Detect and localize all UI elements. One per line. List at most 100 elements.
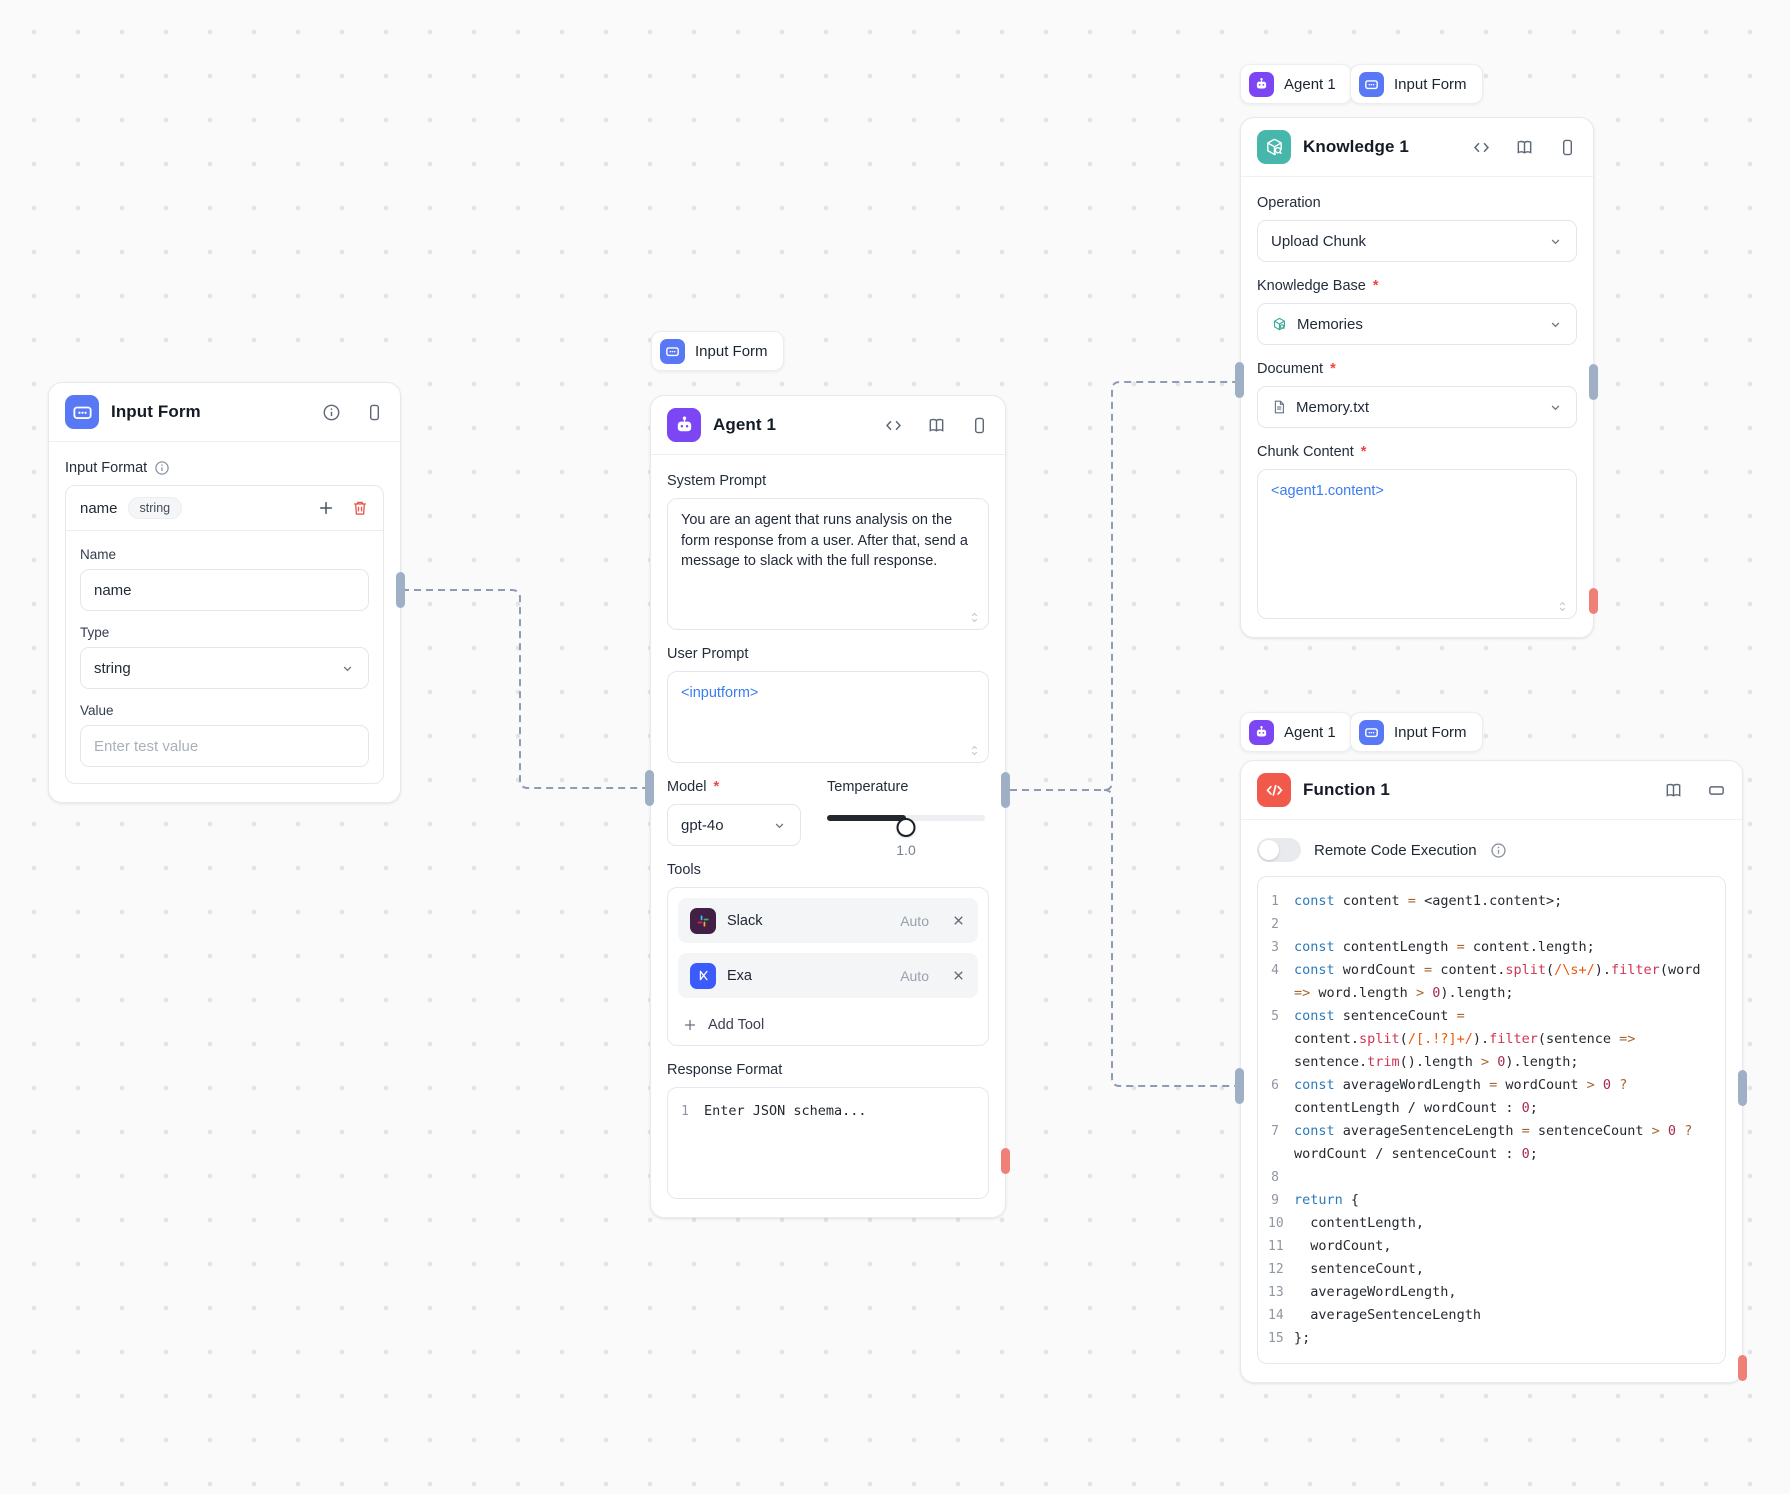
chip-agent-1[interactable]: Agent 1 <box>1240 64 1352 104</box>
book-icon[interactable] <box>927 416 946 435</box>
slider-thumb[interactable] <box>896 818 916 837</box>
document-label: Document* <box>1257 361 1336 377</box>
format-field-row[interactable]: name string <box>66 486 383 531</box>
plus-icon <box>682 1017 698 1033</box>
resize-handle-icon[interactable] <box>968 744 981 757</box>
tool-row-slack[interactable]: Slack Auto <box>678 898 978 943</box>
add-field-icon[interactable] <box>317 499 335 517</box>
name-label: Name <box>80 547 117 562</box>
node-knowledge-1[interactable]: Knowledge 1 Operation Upload Chunk Knowl… <box>1240 117 1594 638</box>
code-icon[interactable] <box>884 416 903 435</box>
info-icon[interactable] <box>322 403 341 422</box>
handle-function-error[interactable] <box>1738 1355 1747 1381</box>
memories-cube-icon <box>1271 316 1288 333</box>
code-line[interactable]: 15}; <box>1268 1327 1713 1350</box>
code-line[interactable]: 11 wordCount, <box>1268 1235 1713 1258</box>
line-number: 14 <box>1268 1308 1284 1323</box>
knowledge-base-select[interactable]: Memories <box>1257 303 1577 345</box>
handle-agent-output[interactable] <box>1001 772 1010 808</box>
book-icon[interactable] <box>1664 781 1683 800</box>
code-line[interactable]: 10 contentLength, <box>1268 1212 1713 1235</box>
tool-mode[interactable]: Auto <box>900 967 929 984</box>
handle-inputform-output[interactable] <box>396 572 405 608</box>
delete-field-icon[interactable] <box>351 499 369 517</box>
code-text: sentenceCount, <box>1294 1261 1425 1277</box>
phone-icon[interactable] <box>1558 138 1577 157</box>
temperature-value: 1.0 <box>896 842 916 858</box>
document-icon <box>1271 399 1287 415</box>
resize-handle-icon[interactable] <box>1556 600 1569 613</box>
code-text <box>1294 1166 1713 1189</box>
chunk-content-label: Chunk Content* <box>1257 444 1367 460</box>
name-input[interactable]: name <box>80 569 369 611</box>
add-tool-button[interactable]: Add Tool <box>678 1008 978 1035</box>
handle-agent-error[interactable] <box>1001 1148 1010 1174</box>
chunk-content-textarea[interactable]: <agent1.content> <box>1257 469 1577 619</box>
handle-agent-input[interactable] <box>645 770 654 806</box>
node-agent-1[interactable]: Agent 1 System Prompt You are an agent t… <box>650 395 1006 1218</box>
handle-knowledge-output[interactable] <box>1589 364 1598 400</box>
code-line[interactable]: 14 averageSentenceLength <box>1268 1304 1713 1327</box>
window-icon[interactable] <box>1707 781 1726 800</box>
chip-agent-1[interactable]: Agent 1 <box>1240 712 1352 752</box>
slider-track[interactable]: 1.0 <box>827 815 985 858</box>
node-title: Knowledge 1 <box>1303 137 1409 156</box>
node-input-form[interactable]: Input Form Input Format name string <box>48 382 401 803</box>
line-number: 9 <box>1271 1193 1279 1208</box>
book-icon[interactable] <box>1515 138 1534 157</box>
operation-select[interactable]: Upload Chunk <box>1257 220 1577 262</box>
response-format-editor[interactable]: 1 Enter JSON schema... <box>667 1087 989 1199</box>
line-number: 8 <box>1271 1170 1279 1185</box>
phone-icon[interactable] <box>970 416 989 435</box>
code-line[interactable]: 12 sentenceCount, <box>1268 1258 1713 1281</box>
remove-tool-icon[interactable] <box>951 913 966 928</box>
temperature-slider[interactable]: 1.0 <box>827 804 989 858</box>
line-number: 4 <box>1271 963 1279 978</box>
chevron-down-icon <box>1548 317 1563 332</box>
model-select[interactable]: gpt-4o <box>667 804 801 846</box>
code-line[interactable]: 8 <box>1268 1166 1713 1189</box>
handle-knowledge-input[interactable] <box>1235 362 1244 398</box>
handle-knowledge-error[interactable] <box>1589 588 1598 614</box>
value-input[interactable]: Enter test value <box>80 725 369 767</box>
handle-function-output[interactable] <box>1738 1070 1747 1106</box>
chevron-down-icon <box>1548 400 1563 415</box>
code-line[interactable]: 2 <box>1268 913 1713 936</box>
code-line[interactable]: 13 averageWordLength, <box>1268 1281 1713 1304</box>
remove-tool-icon[interactable] <box>951 968 966 983</box>
tool-mode[interactable]: Auto <box>900 912 929 929</box>
remote-code-execution-toggle[interactable] <box>1257 838 1301 862</box>
remote-code-execution-row: Remote Code Execution <box>1257 838 1726 862</box>
document-select[interactable]: Memory.txt <box>1257 386 1577 428</box>
agent-icon <box>1249 71 1274 97</box>
chip-input-form[interactable]: Input Form <box>1350 64 1483 104</box>
wire-agent-to-function <box>1103 789 1235 1087</box>
info-icon[interactable] <box>1490 842 1507 859</box>
slack-icon <box>690 907 716 934</box>
info-icon[interactable] <box>154 460 170 476</box>
resize-handle-icon[interactable] <box>968 611 981 624</box>
input-form-icon <box>1359 71 1384 97</box>
type-select[interactable]: string <box>80 647 369 689</box>
code-text: const averageWordLength = wordCount > 0 … <box>1294 1077 1636 1116</box>
tool-row-exa[interactable]: Exa Auto <box>678 953 978 998</box>
chip-label: Input Form <box>695 342 768 360</box>
user-prompt-textarea[interactable]: <inputform> <box>667 671 989 763</box>
code-icon[interactable] <box>1472 138 1491 157</box>
handle-function-input[interactable] <box>1235 1068 1244 1104</box>
system-prompt-textarea[interactable]: You are an agent that runs analysis on t… <box>667 498 989 630</box>
chip-input-form[interactable]: Input Form <box>1350 712 1483 752</box>
line-number: 15 <box>1268 1331 1284 1346</box>
chip-input-form[interactable]: Input Form <box>651 331 784 371</box>
phone-icon[interactable] <box>365 403 384 422</box>
